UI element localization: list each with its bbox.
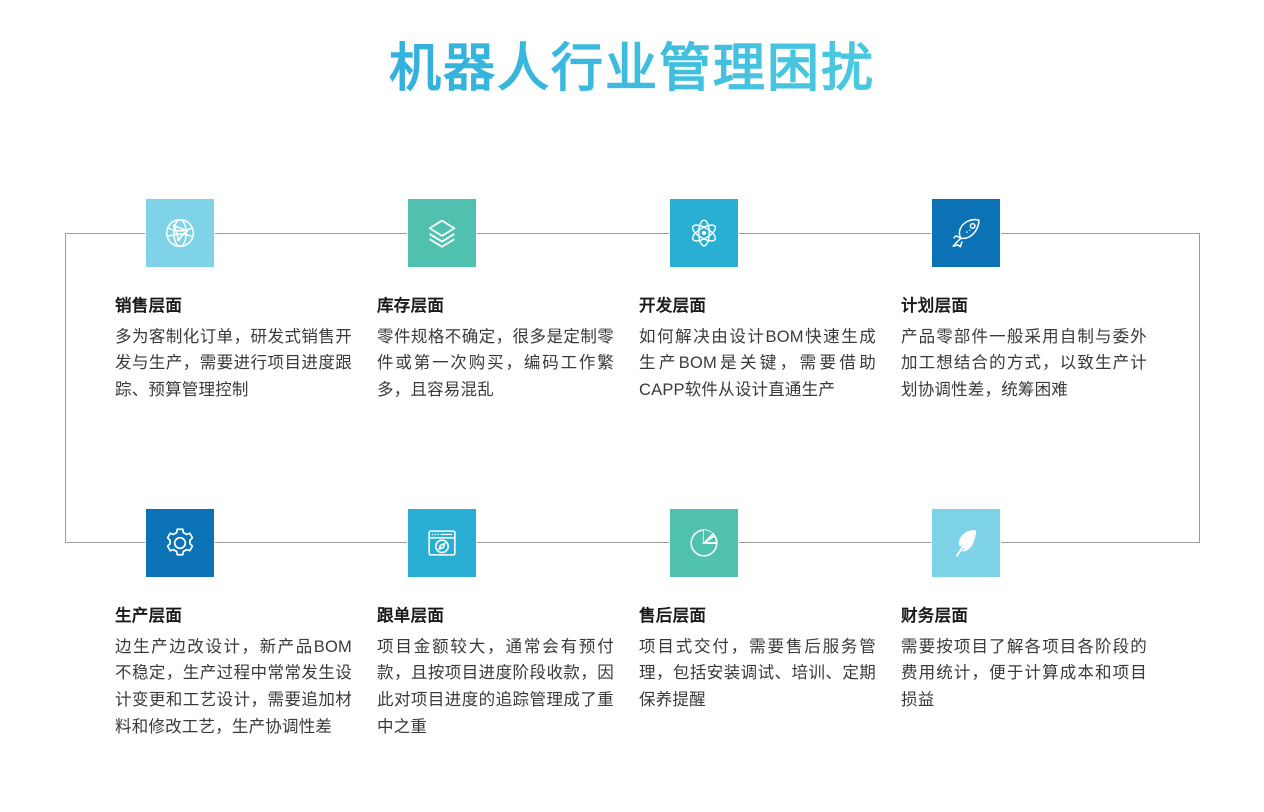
- card-description: 边生产边改设计，新产品BOM不稳定，生产过程中常常发生设计变更和工艺设计，需要追…: [115, 637, 352, 736]
- rocket-icon: [952, 218, 980, 248]
- card-inventory: 库存层面 零件规格不确定，很多是定制零件或第一次购买，编码工作繁多，且容易混乱: [377, 199, 670, 404]
- card-production: 生产层面 边生产边改设计，新产品BOM不稳定，生产过程中常常发生设计变更和工艺设…: [115, 509, 408, 741]
- card-title: 计划层面: [901, 297, 969, 315]
- card-title: 库存层面: [377, 297, 445, 315]
- feather-icon: [955, 530, 977, 557]
- bottom-row: 生产层面 边生产边改设计，新产品BOM不稳定，生产过程中常常发生设计变更和工艺设…: [0, 509, 1264, 809]
- card-description: 多为客制化订单，研发式销售开发与生产，需要进行项目进度跟踪、预算管理控制: [115, 327, 352, 400]
- tile-gear: [146, 509, 214, 577]
- card-development: 开发层面 如何解决由设计BOM快速生成生产BOM是关键，需要借助CAPP软件从设…: [639, 199, 932, 404]
- tile-feather: [932, 509, 1000, 577]
- card-description: 项目式交付，需要售后服务管理，包括安装调试、培训、定期保养提醒: [639, 637, 876, 710]
- gear-icon: [166, 528, 194, 556]
- tile-layers-stack: [408, 199, 476, 267]
- card-title: 跟单层面: [377, 607, 445, 625]
- card-title: 财务层面: [901, 607, 969, 625]
- card-title: 开发层面: [639, 297, 707, 315]
- top-row: 销售层面 多为客制化订单，研发式销售开发与生产，需要进行项目进度跟踪、预算管理控…: [0, 199, 1264, 499]
- pie-chart-icon: [690, 529, 718, 557]
- tile-browser-compass: [408, 509, 476, 577]
- page-title: 机器人行业管理困扰: [0, 38, 1264, 100]
- tile-atom: [670, 199, 738, 267]
- card-order-tracking: 跟单层面 项目金额较大，通常会有预付款，且按项目进度阶段收款，因此对项目进度的追…: [377, 509, 670, 741]
- tile-pie-chart: [670, 509, 738, 577]
- card-after-sales: 售后层面 项目式交付，需要售后服务管理，包括安装调试、培训、定期保养提醒: [639, 509, 932, 714]
- card-finance: 财务层面 需要按项目了解各项目各阶段的费用统计，便于计算成本和项目损益: [901, 509, 1194, 714]
- card-planning: 计划层面 产品零部件一般采用自制与委外加工想结合的方式，以致生产计划协调性差，统…: [901, 199, 1194, 404]
- globe-network-icon: [165, 218, 195, 248]
- card-title: 售后层面: [639, 607, 707, 625]
- card-description: 项目金额较大，通常会有预付款，且按项目进度阶段收款，因此对项目进度的追踪管理成了…: [377, 637, 614, 736]
- card-description: 需要按项目了解各项目各阶段的费用统计，便于计算成本和项目损益: [901, 637, 1147, 710]
- tile-globe-network: [146, 199, 214, 267]
- card-description: 零件规格不确定，很多是定制零件或第一次购买，编码工作繁多，且容易混乱: [377, 327, 614, 400]
- card-description: 产品零部件一般采用自制与委外加工想结合的方式，以致生产计划协调性差，统筹困难: [901, 327, 1147, 400]
- card-title: 生产层面: [115, 607, 183, 625]
- atom-icon: [691, 219, 717, 247]
- layers-stack-icon: [428, 219, 456, 248]
- tile-rocket: [932, 199, 1000, 267]
- browser-compass-icon: [428, 530, 456, 556]
- card-title: 销售层面: [115, 297, 183, 315]
- connector-frame: [65, 233, 1200, 543]
- card-sales: 销售层面 多为客制化订单，研发式销售开发与生产，需要进行项目进度跟踪、预算管理控…: [115, 199, 408, 404]
- card-description: 如何解决由设计BOM快速生成生产BOM是关键，需要借助CAPP软件从设计直通生产: [639, 327, 876, 400]
